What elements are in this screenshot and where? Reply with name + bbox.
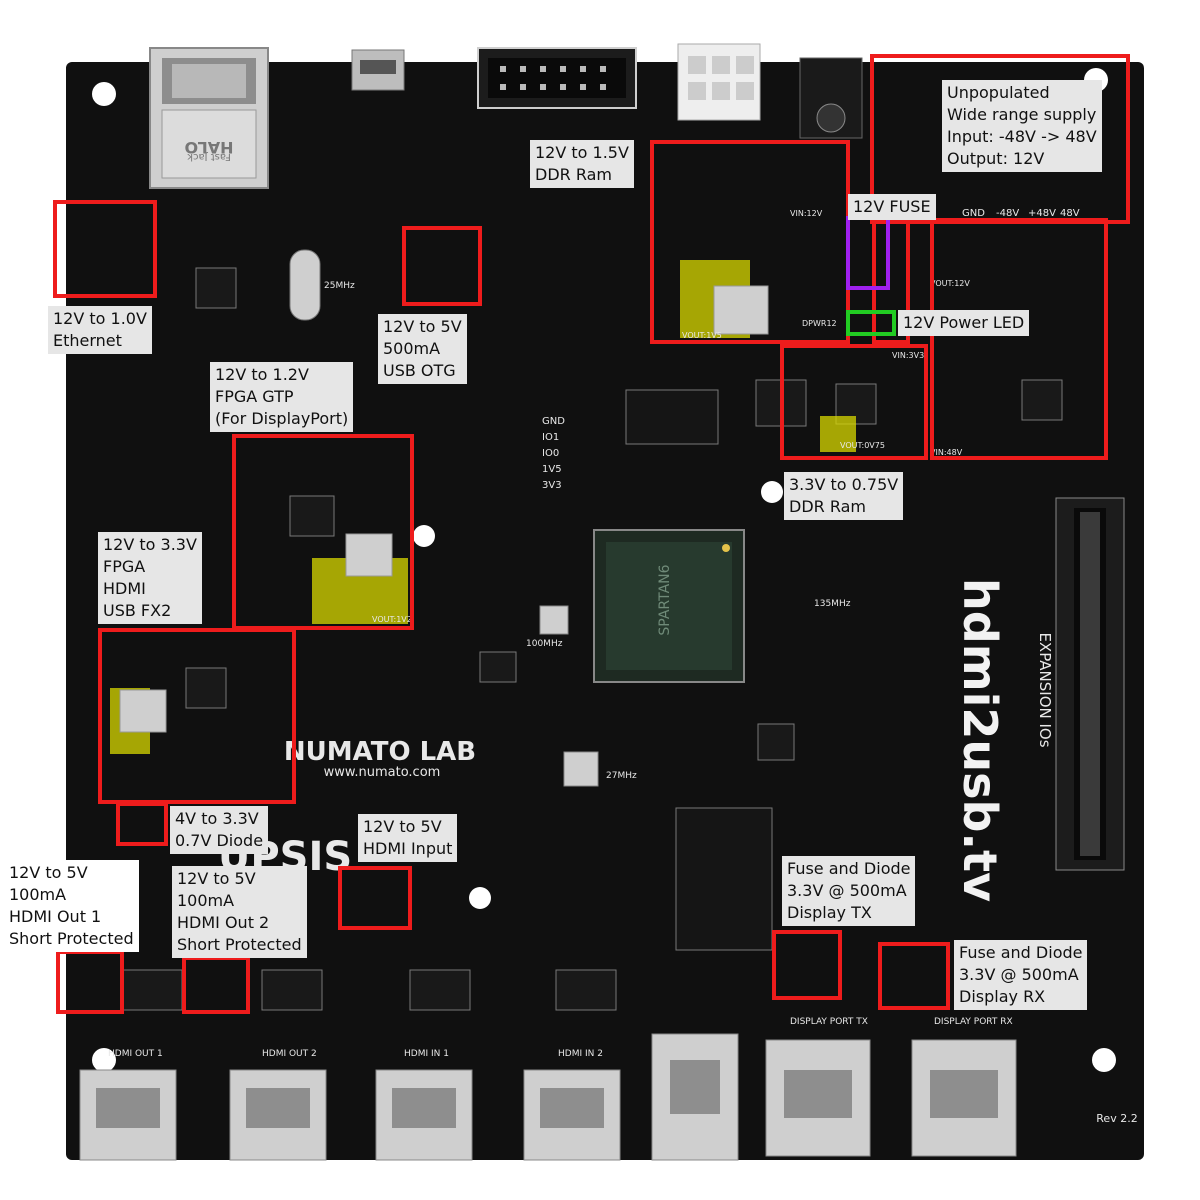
highlight-fuse-12v — [846, 216, 890, 290]
highlight-ddr-1v5 — [650, 140, 850, 344]
highlight-fpga-gtp — [232, 434, 414, 630]
power-connector — [677, 43, 761, 121]
annotation-fuse-12v: 12V FUSE — [848, 194, 936, 220]
annotation-usb-otg: 12V to 5V 500mA USB OTG — [378, 314, 467, 384]
hdmi-buffer-chips — [121, 969, 617, 1011]
p15-pin-label: IO0 — [542, 448, 559, 459]
brand-name: NUMATO LAB — [284, 737, 476, 767]
annotation-diode: 4V to 3.3V 0.7V Diode — [170, 806, 269, 854]
jack-brand-text: HALO — [185, 138, 234, 157]
oscillator-27mhz — [563, 751, 599, 787]
jtag-header — [477, 47, 637, 109]
supply-label: -48V — [996, 208, 1019, 219]
highlight-wide-supply-bottom — [930, 218, 1108, 460]
p15-pin-label: 1V5 — [542, 464, 562, 475]
highlight-hdmi-input — [338, 866, 412, 930]
power-label: VIN:12V — [790, 209, 823, 218]
inductors — [119, 285, 769, 733]
connector-label: DISPLAY PORT RX — [934, 1017, 1013, 1027]
expansion-connector — [1055, 497, 1125, 871]
annotation-fpga-3v3: 12V to 3.3V FPGA HDMI USB FX2 — [98, 532, 202, 624]
annotation-hdmi-out1: 12V to 5V 100mA HDMI Out 1 Short Protect… — [4, 860, 139, 952]
highlight-usb-otg — [402, 226, 482, 306]
highlight-hdmi-out2 — [182, 956, 250, 1014]
power-labels: VIN:12V VOUT:1V5 VOUT:1V2 VIN:3V3 VOUT:0… — [372, 209, 970, 624]
highlight-ddr-0v75 — [780, 344, 928, 460]
connector-label: HDMI IN 1 — [404, 1049, 449, 1059]
clock-135-label: 135MHz — [814, 599, 851, 609]
p15-pin-label: GND — [542, 416, 565, 427]
clock-100-label: 100MHz — [526, 639, 563, 649]
connector-labels: HDMI OUT 1 HDMI OUT 2 HDMI IN 1 HDMI IN … — [108, 1017, 1013, 1059]
oscillator-100mhz — [539, 605, 569, 635]
clock-25-label: 25MHz — [324, 281, 355, 291]
supply-label: +48V — [1028, 208, 1056, 219]
annotation-wide-supply: Unpopulated Wide range supply Input: -48… — [942, 80, 1102, 172]
annotation-fpga-gtp: 12V to 1.2V FPGA GTP (For DisplayPort) — [210, 362, 354, 432]
clock-27-label: 27MHz — [606, 771, 637, 781]
usb-fx2-chip — [675, 807, 773, 951]
fpga-chip: SPARTAN6 — [593, 529, 745, 683]
highlight-wide-supply-top — [870, 54, 1130, 224]
annotation-hdmi-input: 12V to 5V HDMI Input — [358, 814, 458, 862]
p15-pin-label: IO1 — [542, 432, 559, 443]
brand-url: www.numato.com — [324, 765, 441, 780]
power-label: VIN:48V — [930, 448, 963, 457]
annotation-ddr-1v5: 12V to 1.5V DDR Ram — [530, 140, 634, 188]
highlight-diode — [116, 802, 168, 846]
highlight-ethernet-1v0 — [53, 200, 157, 298]
bottom-connectors — [79, 1033, 1017, 1161]
highlight-fpga-3v3 — [98, 628, 296, 804]
annotation-power-led: 12V Power LED — [898, 310, 1030, 336]
connector-label: HDMI OUT 1 — [108, 1049, 163, 1059]
expansion-label: EXPANSION IOs — [1036, 632, 1054, 747]
power-label: DPWR12 — [802, 319, 837, 328]
highlight-hdmi-out1 — [56, 950, 124, 1014]
power-label: VOUT:1V5 — [682, 331, 722, 340]
annotation-hdmi-out2: 12V to 5V 100mA HDMI Out 2 Short Protect… — [172, 866, 307, 958]
highlight-display-tx — [772, 930, 842, 1000]
connector-label: HDMI IN 2 — [558, 1049, 603, 1059]
supply-label: 48V — [1060, 208, 1080, 219]
annotation-ddr-0v75: 3.3V to 0.75V DDR Ram — [784, 472, 904, 520]
annotation-ethernet-1v0: 12V to 1.0V Ethernet — [48, 306, 152, 354]
connector-label: DISPLAY PORT TX — [790, 1017, 868, 1027]
supply-labels: GND -48V +48V 48V — [962, 208, 1080, 219]
annotation-display-tx: Fuse and Diode 3.3V @ 500mA Display TX — [782, 856, 916, 926]
power-label: VOUT:1V2 — [372, 615, 412, 624]
supply-label: GND — [962, 208, 985, 219]
product-name: hdmi2usb.tv — [953, 578, 1007, 902]
highlight-power-led — [846, 310, 896, 336]
ethernet-jack: HALO Fast Jack — [149, 47, 269, 189]
p15-pin-label: 3V3 — [542, 480, 562, 491]
revision-label: Rev 2.2 — [1096, 1112, 1137, 1125]
annotation-display-rx: Fuse and Diode 3.3V @ 500mA Display RX — [954, 940, 1088, 1010]
fpga-marking: SPARTAN6 — [657, 564, 673, 635]
highlight-display-rx — [878, 942, 950, 1010]
ddr-ram-chip — [625, 389, 719, 445]
connector-label: HDMI OUT 2 — [262, 1049, 317, 1059]
power-label: VIN:3V3 — [892, 351, 924, 360]
jack-sub-text: Fast Jack — [187, 151, 231, 162]
p15-pin-labels: GND IO1 IO0 1V5 3V3 — [542, 416, 565, 491]
power-label: VOUT:0V75 — [840, 441, 885, 450]
power-label: VOUT:12V — [930, 279, 970, 288]
